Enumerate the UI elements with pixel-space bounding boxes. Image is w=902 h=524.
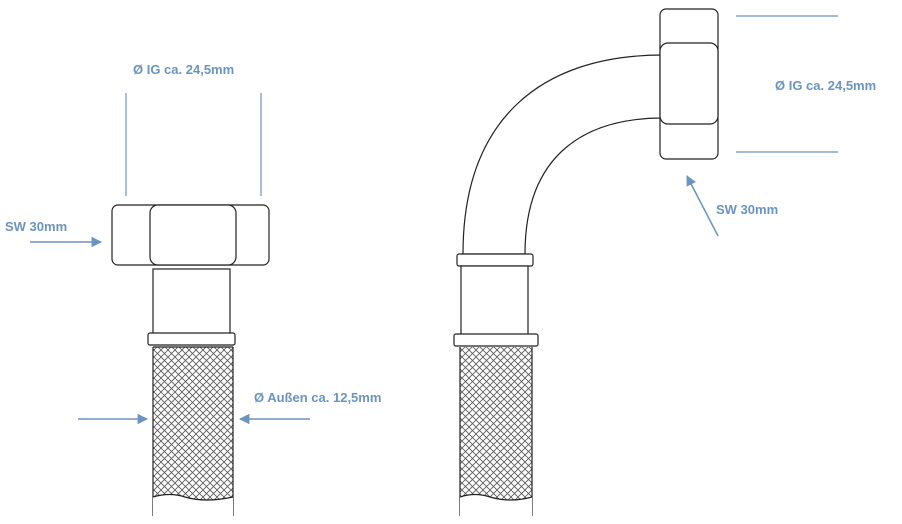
straight-wrench-size-label: SW 30mm: [5, 219, 68, 234]
sleeve: [152, 268, 231, 336]
bent-hex-nut: [659, 8, 719, 160]
bent-ferrule-bottom: [453, 333, 539, 347]
bent-wrench-size-label: SW 30mm: [716, 202, 779, 217]
outer-diameter-label: Ø Außen ca. 12,5mm: [254, 390, 382, 405]
ferrule-ring: [147, 332, 236, 346]
bent-sleeve: [460, 265, 529, 337]
straight-inner-diameter-label: Ø IG ca. 24,5mm: [133, 62, 235, 77]
elbow-tube: [462, 54, 664, 255]
braided-hose: [152, 346, 234, 517]
bent-inner-diameter-label: Ø IG ca. 24,5mm: [775, 78, 877, 93]
bent-wrench-size-arrow: [686, 175, 719, 237]
hex-nut: [111, 204, 270, 266]
straight-hose: [30, 93, 310, 517]
bent-hose: [453, 8, 838, 517]
bent-ferrule-top: [456, 253, 534, 267]
bent-braided-hose: [459, 347, 533, 517]
